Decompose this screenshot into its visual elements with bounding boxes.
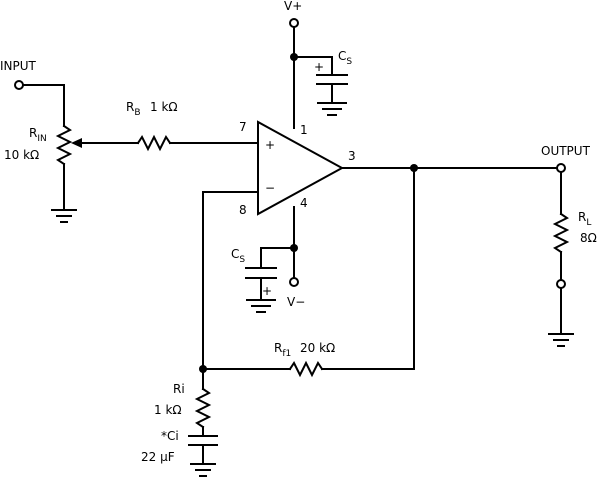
cs-bottom-polarity: + <box>262 284 272 298</box>
ci-value: 22 μF <box>141 450 175 464</box>
output-label: OUTPUT <box>541 144 591 158</box>
input-terminal <box>14 80 24 90</box>
negative-supply: V− <box>287 206 305 309</box>
v-plus-label: V+ <box>284 0 302 13</box>
cs-top-polarity: + <box>314 60 324 74</box>
rf1-name: Rf1 <box>274 341 291 359</box>
rf1-resistor <box>288 360 324 378</box>
rin-value: 10 kΩ <box>4 148 39 162</box>
rl-resistor <box>552 212 570 254</box>
positive-supply: V+ <box>284 0 302 129</box>
feedback-network: Rf1 20 kΩ <box>199 167 415 378</box>
cs-bottom-capacitor: + CS <box>231 247 295 313</box>
rl-value: 8Ω <box>580 231 597 245</box>
output-terminal <box>556 163 566 173</box>
v-minus-label: V− <box>287 295 305 309</box>
rl-name: RL <box>578 210 591 228</box>
rl-terminal <box>556 279 566 289</box>
ri-value: 1 kΩ <box>154 403 182 417</box>
op-amp-minus: − <box>265 181 275 195</box>
ri-ci-section: Ri 1 kΩ *Ci 22 μF <box>141 368 218 477</box>
ri-name: Ri <box>173 382 185 396</box>
input-section: INPUT RIN 10 kΩ <box>0 59 77 223</box>
rb-section: RB 1 kΩ <box>71 100 259 152</box>
ci-name: *Ci <box>161 429 179 443</box>
rin-name: RIN <box>29 126 47 144</box>
v-minus-terminal <box>289 277 299 287</box>
op-amp-plus: + <box>265 138 275 152</box>
v-plus-terminal <box>289 18 299 28</box>
op-amp: + − 7 8 1 4 3 <box>239 120 356 217</box>
pin-8-label: 8 <box>239 203 247 217</box>
ri-resistor <box>194 387 212 429</box>
pin-3-label: 3 <box>348 149 356 163</box>
input-label: INPUT <box>0 59 37 73</box>
rb-resistor <box>136 134 172 152</box>
cs-bottom-name: CS <box>231 247 245 265</box>
pin-4-label: 4 <box>300 196 308 210</box>
cs-top-name: CS <box>338 49 352 67</box>
rl-section: RL 8Ω <box>548 171 597 347</box>
rin-resistor <box>55 124 73 166</box>
rb-value: 1 kΩ <box>150 100 178 114</box>
rf1-value: 20 kΩ <box>300 341 335 355</box>
pin-1-label: 1 <box>300 123 308 137</box>
pin-7-label: 7 <box>239 120 247 134</box>
output-section: OUTPUT <box>341 144 591 173</box>
rb-name: RB <box>126 100 141 118</box>
wiper-arrow <box>71 138 82 148</box>
cs-top-capacitor: + CS <box>293 49 352 116</box>
